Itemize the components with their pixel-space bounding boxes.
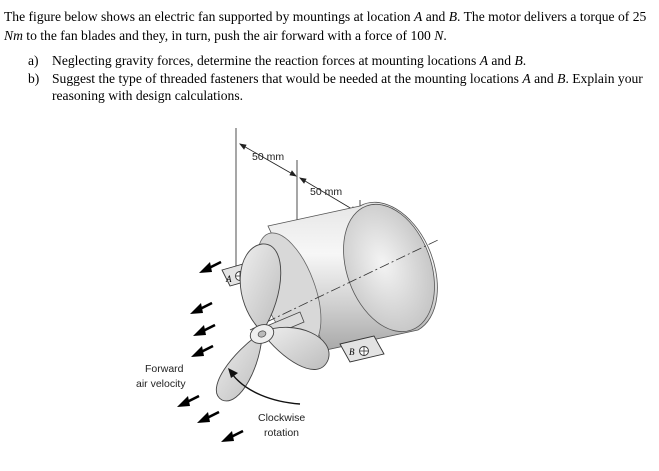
intro-unit-force: N	[434, 28, 444, 43]
fan-blades	[216, 243, 330, 402]
intro-text-3: . The motor delivers a torque of 25	[457, 9, 647, 24]
fan-hub	[249, 324, 275, 344]
forward-label-line2: air velocity	[136, 378, 186, 390]
q-text: Neglecting gravity forces, determine the…	[52, 53, 480, 68]
q-text: . Explain your reasoning with design cal…	[52, 70, 643, 104]
rotation-arrow	[228, 368, 301, 405]
mount-label-a: A	[225, 274, 232, 284]
q-text: Suggest the type of threaded fasteners t…	[52, 70, 523, 86]
dimension-arrow-1	[239, 143, 297, 177]
q-text: .	[522, 53, 527, 68]
mount-b	[339, 335, 385, 363]
question-marker: a)	[28, 53, 39, 68]
intro-text-1: The figure below shows an electric fan s…	[4, 9, 414, 24]
mount-label-b: B	[349, 347, 355, 357]
question-b: b) Suggest the type of threaded fastener…	[28, 70, 652, 105]
rotation-label-line2: rotation	[264, 427, 299, 439]
dimension-arrow-2	[299, 177, 358, 213]
problem-statement: The figure below shows an electric fan s…	[4, 7, 654, 45]
motor-body	[256, 201, 438, 351]
question-a: a) Neglecting gravity forces, determine …	[28, 52, 652, 70]
dimension-label-1: 50 mm	[252, 151, 284, 163]
intro-unit-torque: Nm	[4, 28, 23, 43]
question-marker: b)	[28, 70, 40, 86]
intro-text-2: and	[422, 9, 449, 24]
intro-var-b: B	[448, 9, 458, 24]
q-var-b: B	[514, 53, 523, 68]
q-var-b: B	[557, 70, 566, 86]
rotation-label-line1: Clockwise	[258, 412, 305, 424]
intro-var-a: A	[413, 9, 423, 24]
q-text: and	[488, 53, 515, 68]
dimension-label-2: 50 mm	[310, 186, 342, 198]
intro-text-5: .	[443, 28, 447, 43]
q-var-a: A	[522, 70, 531, 86]
question-text: Neglecting gravity forces, determine the…	[52, 52, 652, 70]
forward-label-line1: Forward	[145, 363, 184, 375]
center-axis	[249, 239, 439, 331]
question-list: a) Neglecting gravity forces, determine …	[28, 52, 652, 105]
question-text: Suggest the type of threaded fasteners t…	[52, 70, 652, 105]
intro-text-4: to the fan blades and they, in turn, pus…	[22, 28, 435, 43]
q-text: and	[530, 70, 558, 86]
airflow-arrows	[177, 260, 244, 442]
q-var-a: A	[479, 53, 488, 68]
